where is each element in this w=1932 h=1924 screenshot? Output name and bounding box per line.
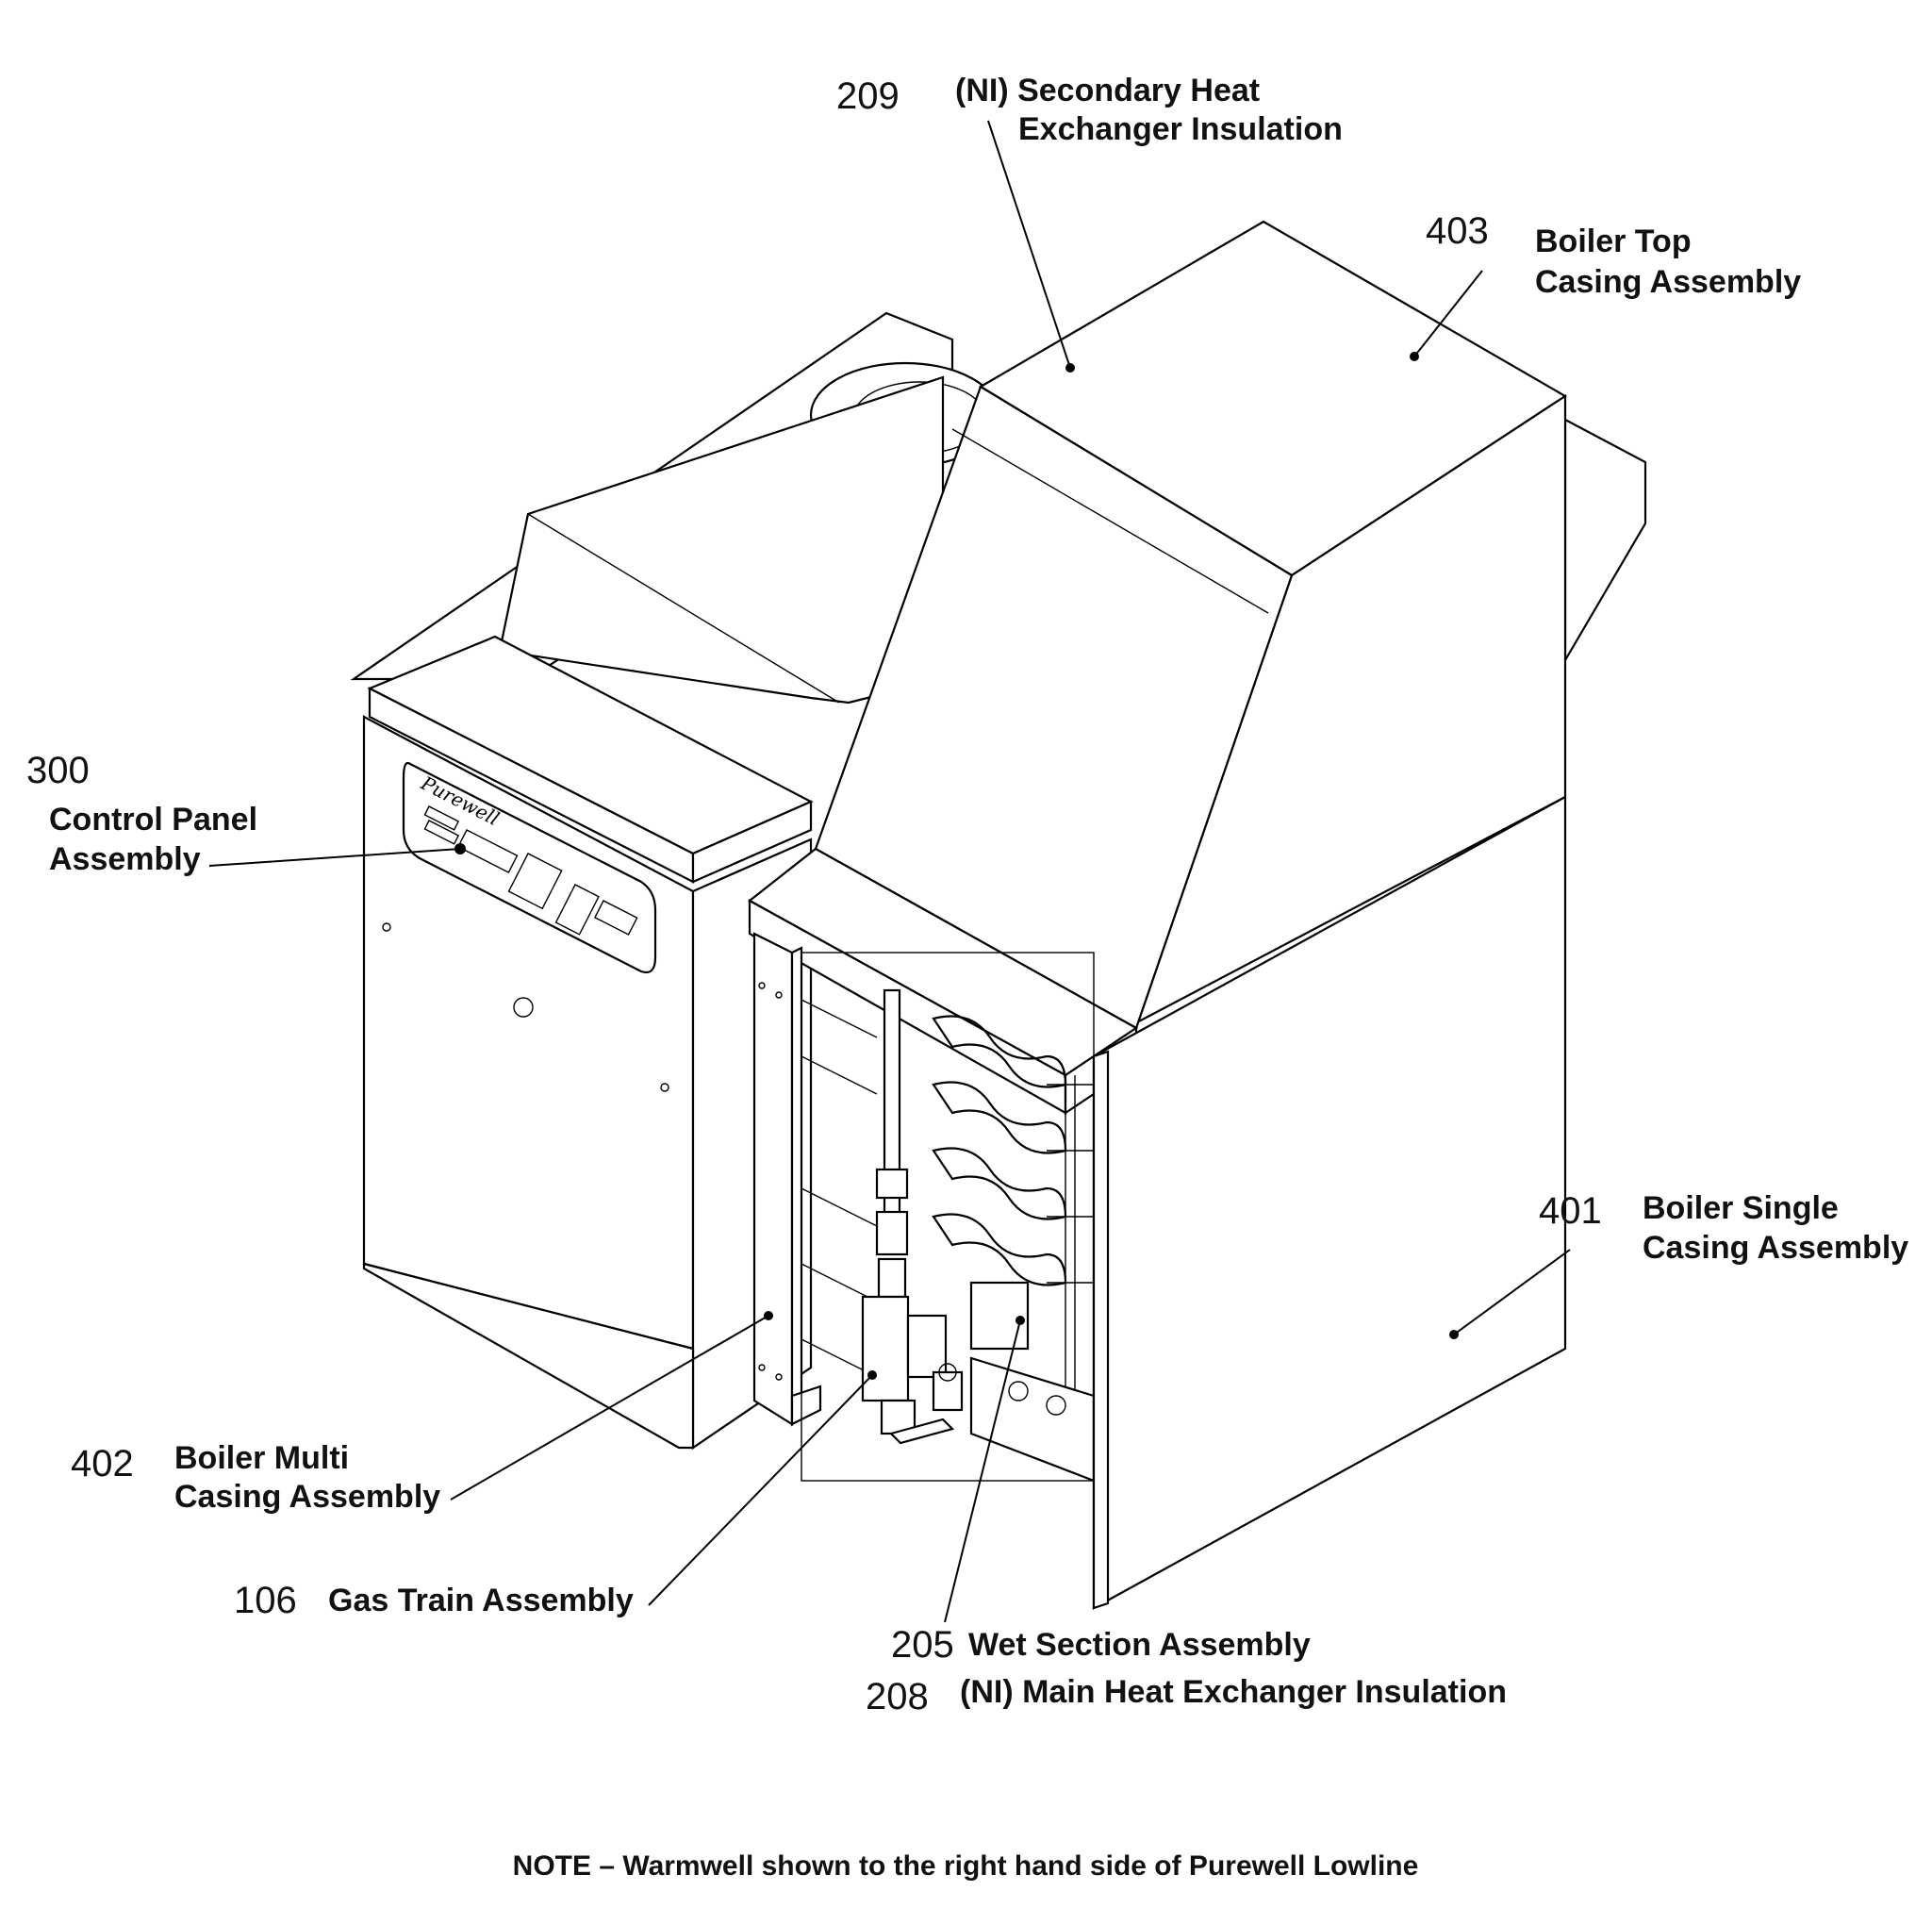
callout-401-line1: Boiler Single <box>1643 1190 1839 1226</box>
callout-205: 205 Wet Section Assembly <box>891 1624 1311 1666</box>
callout-402: 402 Boiler Multi Casing Assembly <box>71 1440 440 1515</box>
callout-209-number: 209 <box>836 75 900 117</box>
callout-106-number: 106 <box>234 1580 297 1621</box>
callout-300: 300 Control Panel Assembly <box>26 750 257 877</box>
callout-300-line2: Assembly <box>49 841 201 877</box>
callout-106-line1: Gas Train Assembly <box>328 1583 634 1618</box>
callout-209-line1: (NI) Secondary Heat <box>955 73 1260 108</box>
callout-205-line1: Wet Section Assembly <box>968 1627 1311 1663</box>
callout-403: 403 Boiler Top Casing Assembly <box>1426 210 1801 300</box>
callout-209: 209 (NI) Secondary Heat Exchanger Insula… <box>836 73 1343 147</box>
right-boiler-unit <box>748 220 1647 1610</box>
callout-402-number: 402 <box>71 1443 134 1484</box>
callout-402-line2: Casing Assembly <box>174 1479 440 1515</box>
callout-208-number: 208 <box>866 1676 929 1717</box>
callout-403-number: 403 <box>1426 210 1489 252</box>
callout-401-number: 401 <box>1539 1190 1602 1232</box>
diagram-note: NOTE – Warmwell shown to the right hand … <box>513 1850 1419 1882</box>
callout-300-number: 300 <box>26 750 90 791</box>
callout-205-number: 205 <box>891 1624 954 1666</box>
callout-106: 106 Gas Train Assembly <box>234 1580 634 1621</box>
callout-300-line1: Control Panel <box>49 802 257 838</box>
left-boiler-unit: Purewell <box>350 311 1001 1451</box>
callout-403-line2: Casing Assembly <box>1535 264 1801 300</box>
callout-209-line2: Exchanger Insulation <box>1018 111 1343 147</box>
callout-403-line1: Boiler Top <box>1535 224 1692 259</box>
callout-401: 401 Boiler Single Casing Assembly <box>1539 1190 1908 1266</box>
callout-208: 208 (NI) Main Heat Exchanger Insulation <box>866 1674 1507 1717</box>
leader-lines <box>208 120 1571 1623</box>
callout-208-line1: (NI) Main Heat Exchanger Insulation <box>960 1674 1507 1710</box>
callout-402-line1: Boiler Multi <box>174 1440 349 1476</box>
callout-401-line2: Casing Assembly <box>1643 1230 1908 1266</box>
gas-train <box>861 1295 964 1445</box>
wet-section-interior <box>801 952 1096 1483</box>
